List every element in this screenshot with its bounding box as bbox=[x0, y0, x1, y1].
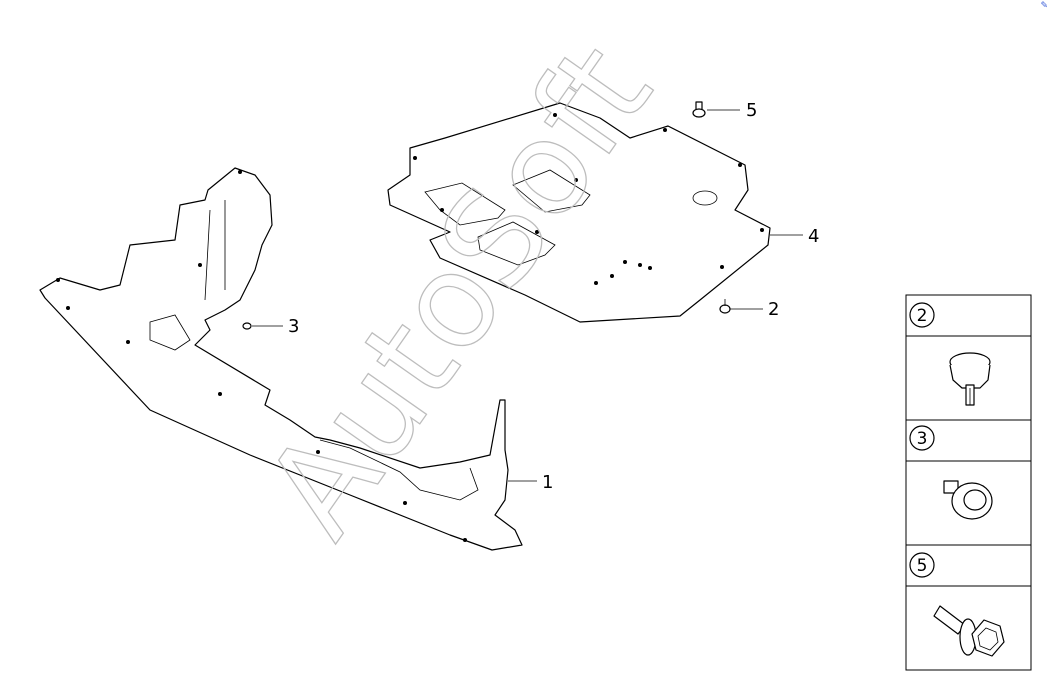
callout-4: 4 bbox=[770, 226, 819, 247]
legend-number-3: 3 bbox=[917, 429, 928, 449]
legend-item-3[interactable]: 3 bbox=[909, 425, 993, 520]
part-2-clip[interactable] bbox=[719, 299, 731, 314]
part-1-bumper-shield[interactable] bbox=[39, 167, 523, 551]
callout-3-label: 3 bbox=[288, 316, 299, 337]
callout-5: 5 bbox=[707, 100, 757, 121]
part-3-screw[interactable] bbox=[242, 322, 252, 330]
screw-icon bbox=[943, 480, 993, 520]
legend-item-2[interactable]: 2 bbox=[909, 302, 991, 406]
callout-5-label: 5 bbox=[746, 100, 757, 121]
callout-1-label: 1 bbox=[542, 472, 553, 493]
part-4-engine-shield[interactable] bbox=[387, 102, 771, 323]
bolt-icon bbox=[933, 605, 1005, 657]
legend-number-2: 2 bbox=[917, 306, 928, 326]
part-5-bolt[interactable] bbox=[692, 101, 706, 118]
callout-2-label: 2 bbox=[768, 299, 779, 320]
legend-item-5[interactable]: 5 bbox=[909, 552, 1005, 657]
callout-4-label: 4 bbox=[808, 226, 819, 247]
pen-icon: ✎ bbox=[1040, 1, 1048, 11]
clip-icon bbox=[949, 352, 991, 406]
callout-3: 3 bbox=[252, 316, 299, 337]
legend-panel: 2 3 5 bbox=[905, 294, 1032, 671]
legend-number-5: 5 bbox=[917, 556, 928, 576]
callout-1: 1 bbox=[508, 472, 553, 493]
callout-2: 2 bbox=[730, 299, 779, 320]
